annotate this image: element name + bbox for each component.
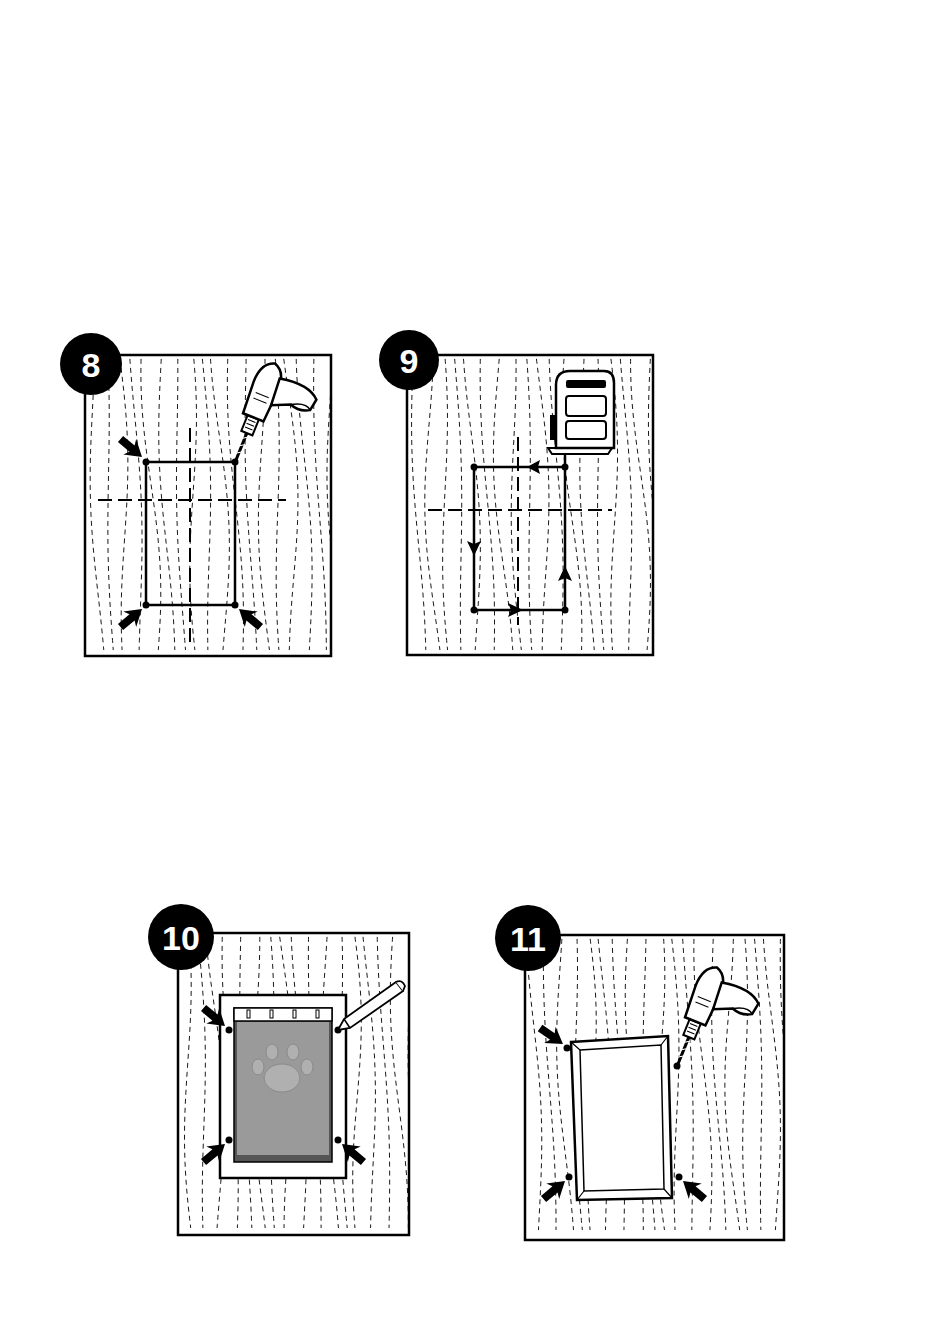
- grain-group: [412, 355, 653, 650]
- grain-line: [454, 355, 462, 650]
- grain-line: [631, 355, 651, 650]
- grain-line: [526, 935, 542, 1230]
- wood-grain: [90, 350, 794, 1230]
- grain-group: [90, 355, 331, 650]
- grain-line: [425, 355, 440, 650]
- grain-line: [743, 935, 748, 1230]
- grain-line: [526, 355, 531, 650]
- grain-line: [763, 935, 781, 1230]
- grain-line: [119, 355, 128, 650]
- grain-line: [620, 355, 632, 650]
- grain-line: [463, 355, 480, 650]
- grain-line: [412, 355, 426, 650]
- grain-line: [90, 355, 104, 650]
- grain-line: [108, 355, 114, 650]
- grain-line: [480, 355, 494, 650]
- step-number: 9: [400, 344, 419, 378]
- jigsaw: [548, 371, 614, 467]
- grain-line: [725, 935, 740, 1230]
- panel-frames: [85, 355, 784, 1240]
- step-9-sawing: [428, 371, 614, 625]
- step-number: 8: [82, 348, 101, 382]
- grain-group: [526, 935, 784, 1230]
- grain-line: [185, 933, 192, 1228]
- grain-line: [535, 355, 549, 650]
- step-number: 11: [510, 922, 546, 956]
- grain-line: [353, 933, 362, 1228]
- pencil: [338, 981, 405, 1030]
- grain-group: [185, 933, 409, 1228]
- step-badges: [60, 330, 561, 971]
- step-10-marking: [197, 981, 405, 1178]
- grain-line: [377, 933, 390, 1228]
- grain-line: [129, 355, 142, 650]
- grain-line: [390, 933, 408, 1228]
- step-8-drilling: [98, 359, 323, 642]
- grain-line: [754, 935, 762, 1230]
- grain-line: [197, 933, 205, 1228]
- grain-line: [443, 355, 448, 650]
- step-11-drilling-holes: [534, 963, 765, 1207]
- step-number: 10: [162, 921, 200, 955]
- grain-line: [362, 933, 375, 1228]
